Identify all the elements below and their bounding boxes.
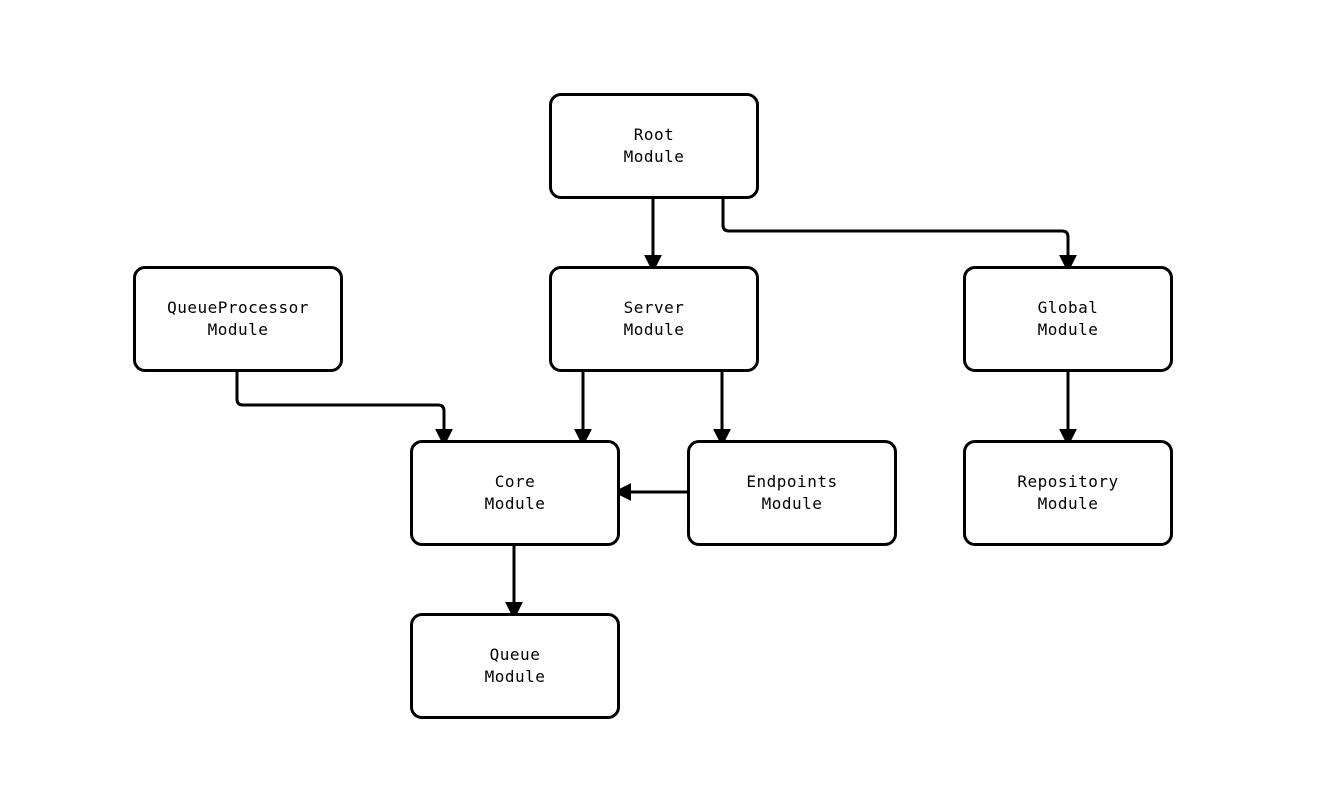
node-core-title: Core	[494, 472, 536, 491]
node-queue-subtitle: Module	[484, 667, 546, 686]
node-server[interactable]: Server Module	[549, 266, 759, 372]
node-root[interactable]: Root Module	[549, 93, 759, 199]
node-root-subtitle: Module	[623, 147, 685, 166]
node-global[interactable]: Global Module	[963, 266, 1173, 372]
node-server-subtitle: Module	[623, 320, 685, 339]
node-queueprocessor-subtitle: Module	[207, 320, 269, 339]
node-global-subtitle: Module	[1037, 320, 1099, 339]
edge-root-to-global	[721, 199, 1077, 273]
node-repository-title: Repository	[1017, 472, 1119, 491]
node-global-title: Global	[1037, 298, 1099, 317]
node-endpoints-subtitle: Module	[761, 494, 823, 513]
node-queue[interactable]: Queue Module	[410, 613, 620, 719]
node-core[interactable]: Core Module	[410, 440, 620, 546]
node-repository[interactable]: Repository Module	[963, 440, 1173, 546]
node-core-subtitle: Module	[484, 494, 546, 513]
node-server-title: Server	[623, 298, 685, 317]
node-endpoints-title: Endpoints	[746, 472, 838, 491]
node-queueprocessor[interactable]: QueueProcessor Module	[133, 266, 343, 372]
node-queueprocessor-title: QueueProcessor	[167, 298, 309, 317]
node-queue-title: Queue	[489, 645, 541, 664]
node-root-title: Root	[633, 125, 675, 144]
node-endpoints[interactable]: Endpoints Module	[687, 440, 897, 546]
node-repository-subtitle: Module	[1037, 494, 1099, 513]
edge-queueprocessor-to-core	[235, 372, 453, 447]
